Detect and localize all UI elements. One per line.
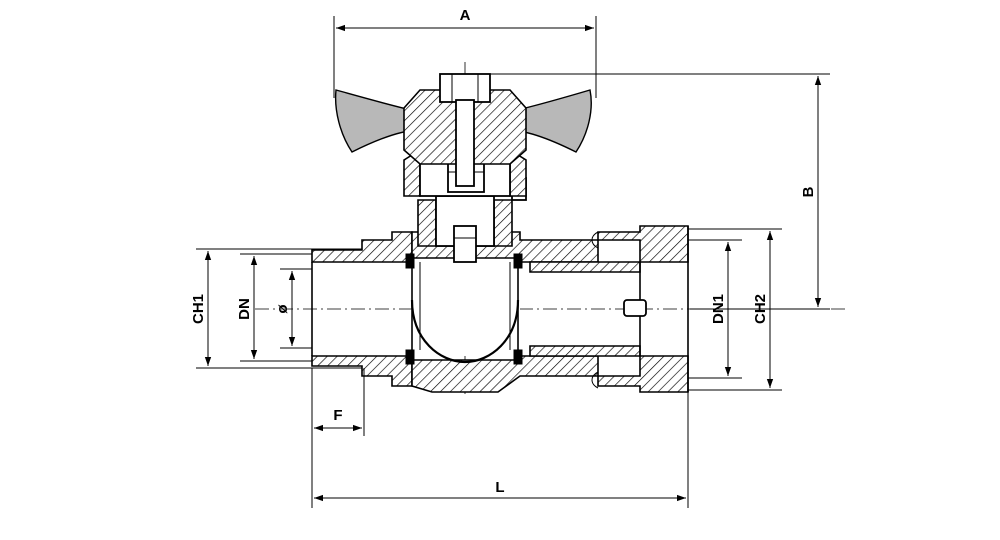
dim-label-DN1: DN1 bbox=[710, 294, 727, 324]
dim-label-F: F bbox=[333, 407, 342, 424]
dim-label-CH1: CH1 bbox=[190, 294, 207, 324]
dimension-labels: A B CH1 DN ø DN1 CH2 F L bbox=[190, 7, 817, 496]
dim-label-L: L bbox=[495, 479, 504, 496]
ball bbox=[410, 262, 520, 364]
union-nut bbox=[591, 225, 689, 393]
dim-label-DN: DN bbox=[236, 298, 253, 320]
left-seat bbox=[405, 253, 415, 365]
dimension-lines bbox=[204, 24, 822, 502]
dim-label-CH2: CH2 bbox=[752, 294, 769, 324]
dim-label-A: A bbox=[460, 7, 471, 24]
dim-label-phi: ø bbox=[274, 304, 291, 314]
butterfly-handle bbox=[334, 73, 592, 187]
dim-label-B: B bbox=[800, 186, 817, 197]
extension-lines bbox=[196, 16, 830, 508]
right-seat bbox=[513, 253, 523, 365]
